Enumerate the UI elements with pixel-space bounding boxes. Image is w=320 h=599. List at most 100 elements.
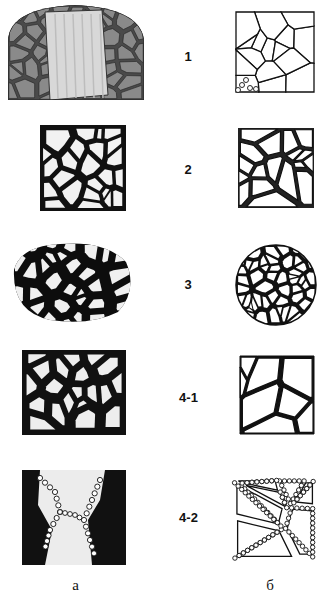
fragment-outline — [252, 180, 275, 197]
panel-number: 3 — [182, 277, 194, 293]
fragment — [277, 307, 282, 315]
bead — [304, 548, 308, 552]
bead — [87, 504, 92, 509]
fragment — [289, 269, 301, 275]
bead — [295, 506, 299, 510]
fragment — [253, 293, 261, 306]
fragment — [10, 62, 23, 75]
bead — [247, 494, 251, 498]
photo-4-2 — [22, 470, 126, 565]
bead — [250, 546, 254, 550]
fragment — [15, 286, 23, 301]
bead — [254, 87, 259, 92]
bead — [310, 535, 314, 539]
bead — [233, 556, 237, 560]
bead — [56, 503, 61, 508]
bead — [280, 495, 284, 499]
bead — [37, 475, 42, 480]
fragment — [46, 130, 70, 151]
fragment — [268, 291, 278, 303]
sketch-4-2 — [232, 478, 315, 560]
fragment — [134, 43, 143, 63]
fragment — [243, 294, 250, 307]
bead — [305, 506, 309, 510]
fragment — [30, 302, 44, 315]
column-label: б — [264, 577, 276, 593]
fragment — [33, 361, 50, 380]
bead — [284, 505, 288, 509]
bead — [44, 538, 49, 543]
fragment — [74, 312, 82, 322]
bead — [310, 545, 314, 549]
fragment — [23, 9, 37, 23]
sketch-1 — [236, 12, 315, 93]
fragment — [121, 85, 142, 98]
bead — [266, 535, 270, 539]
bead — [260, 479, 264, 483]
fragment — [85, 245, 98, 260]
bead — [68, 512, 73, 517]
fragment — [77, 289, 85, 296]
fragment — [262, 297, 269, 308]
bead — [85, 531, 90, 536]
bead — [254, 543, 258, 547]
fragment — [76, 410, 95, 428]
bead — [255, 480, 259, 484]
fragment-outline — [239, 156, 254, 175]
bead — [240, 83, 245, 88]
bead — [288, 511, 292, 515]
bead — [51, 521, 56, 526]
bead — [261, 507, 265, 511]
bead — [57, 509, 62, 514]
sketch-4-1 — [240, 356, 314, 434]
fragment — [270, 309, 280, 323]
bead — [269, 479, 273, 483]
bead — [95, 484, 100, 489]
bead — [297, 479, 301, 483]
fragment — [64, 355, 80, 366]
fragment — [87, 354, 104, 365]
fragment-outline — [236, 75, 259, 92]
fragment — [250, 270, 263, 284]
photo-2 — [40, 125, 126, 211]
bead — [241, 551, 245, 555]
fragment — [282, 306, 290, 321]
fragment — [120, 61, 142, 72]
fragment — [55, 299, 71, 313]
bead — [310, 506, 314, 510]
panel-number: 4-2 — [177, 510, 200, 526]
fragment — [102, 246, 110, 262]
column-label: а — [70, 577, 81, 593]
bead — [54, 496, 59, 501]
bead — [268, 514, 272, 518]
bead — [91, 551, 96, 556]
bead — [265, 479, 269, 483]
fragment — [289, 275, 297, 279]
bead — [52, 489, 57, 494]
fragment — [270, 265, 281, 270]
fragment — [292, 292, 303, 302]
fragment — [45, 273, 61, 290]
photo-4-1 — [22, 350, 126, 435]
fragment — [88, 278, 102, 291]
fragment-outline — [239, 181, 249, 206]
fragment — [64, 243, 75, 252]
fragment — [98, 169, 112, 185]
bead — [280, 495, 284, 499]
fragment — [246, 260, 252, 269]
fragment — [72, 387, 82, 398]
bead — [310, 531, 314, 535]
bead — [282, 500, 286, 504]
fragment — [28, 354, 46, 363]
fragment — [261, 265, 268, 271]
bead — [297, 540, 301, 544]
bead — [245, 548, 249, 552]
fragment — [18, 311, 32, 320]
bead — [73, 513, 78, 518]
bead — [282, 479, 286, 483]
fragment — [101, 385, 112, 404]
bead — [264, 510, 268, 514]
bead — [310, 521, 314, 525]
bead — [254, 543, 258, 547]
sketch-3-outline — [236, 245, 316, 325]
